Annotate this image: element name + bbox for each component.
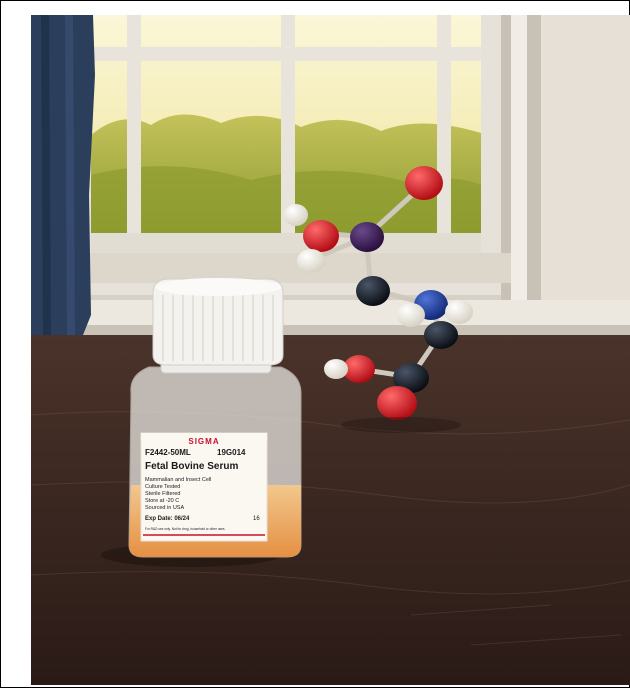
atom-red: [405, 166, 443, 200]
photograph: SIGMA F2442-50ML 19G014 Fetal Bovine Ser…: [31, 15, 630, 685]
label-line-1: Mammalian and Insect Cell: [145, 477, 212, 483]
label-line-3: Sterile Filtered: [145, 491, 181, 497]
molecular-model: [284, 166, 473, 420]
lot-number: 19G014: [217, 448, 246, 457]
expiry-code: 16: [253, 516, 260, 522]
bottle-label: [140, 432, 268, 542]
fine-print: For R&D use only. Not for drug, househol…: [145, 527, 226, 531]
atom-red: [303, 220, 339, 252]
label-line-2: Culture Tested: [145, 484, 181, 490]
brand-name: SIGMA: [188, 437, 220, 446]
photo-scene: [31, 15, 630, 685]
wall-recess: [531, 15, 630, 325]
atom-black: [424, 321, 458, 349]
serum-bottle: [128, 278, 302, 558]
expiry-date: Exp Date: 06/24: [145, 516, 190, 522]
atom-black: [393, 363, 429, 393]
atom-white: [397, 303, 425, 327]
curtain: [31, 15, 95, 340]
bottle-cap: [152, 278, 284, 366]
bottle-label-text: SIGMA F2442-50ML 19G014 Fetal Bovine Ser…: [141, 433, 267, 541]
label-line-4: Store at -20 C: [145, 498, 180, 504]
atom-white: [284, 204, 308, 226]
atom-white: [324, 359, 348, 379]
atom-white: [297, 249, 325, 273]
catalog-number: F2442-50ML: [145, 448, 191, 457]
atom-red: [377, 386, 417, 420]
atom-white: [445, 300, 473, 324]
table: [31, 335, 630, 685]
atom-black: [356, 276, 390, 306]
window-sill: [61, 300, 630, 328]
atom-red: [343, 355, 375, 383]
product-name: Fetal Bovine Serum: [145, 461, 239, 472]
label-line-5: Sourced in USA: [145, 505, 185, 511]
atom-purple: [350, 222, 384, 252]
